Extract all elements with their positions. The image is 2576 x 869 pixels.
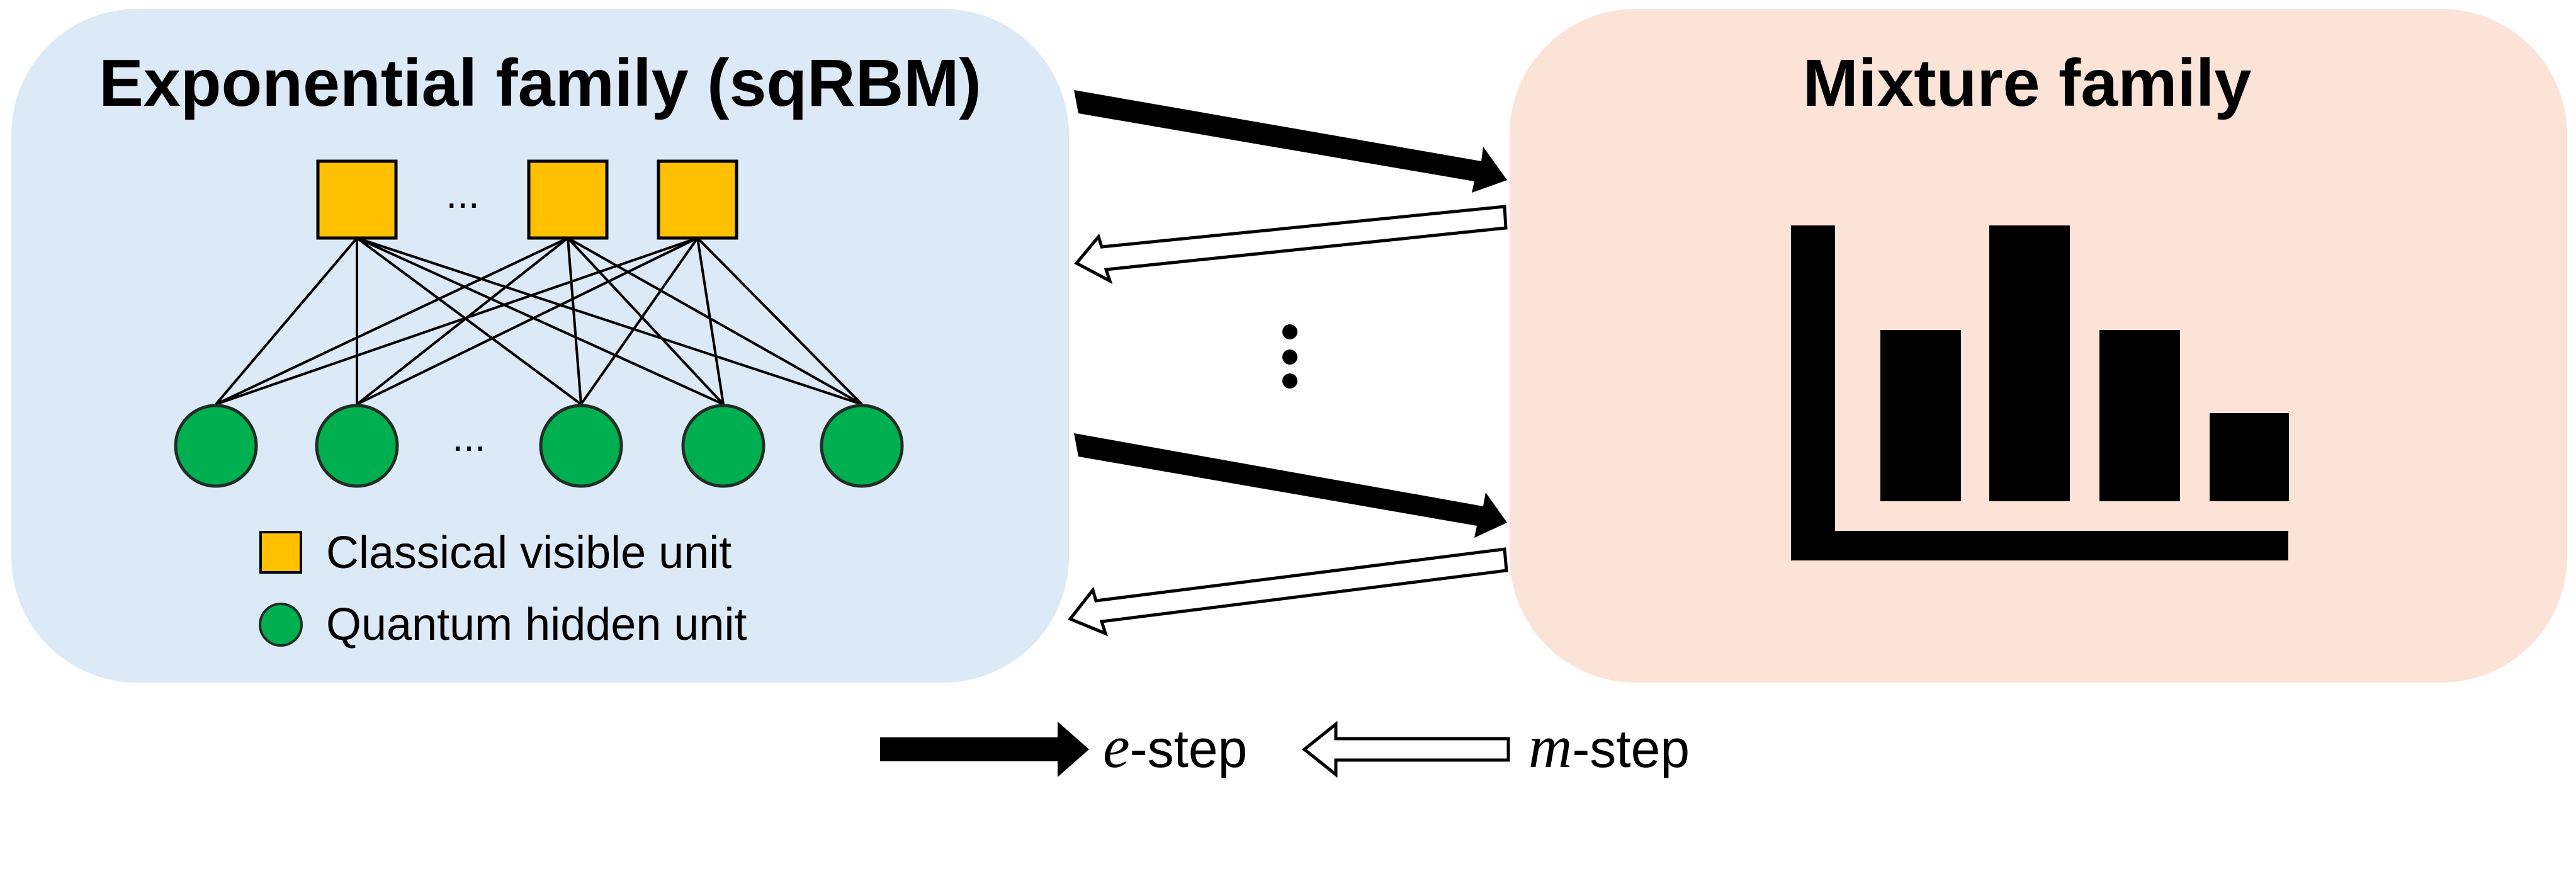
step-legend: e-step m-step <box>880 713 1690 780</box>
visible-unit <box>316 159 398 240</box>
e-step-arrows <box>1074 90 1507 538</box>
m-step-arrow <box>1074 205 1508 285</box>
rbm-connections <box>215 237 863 406</box>
m-step-suffix: -step <box>1572 719 1690 778</box>
hidden-unit-legend-label: Quantum hidden unit <box>326 599 747 650</box>
unit-legend: Classical visible unit Quantum hidden un… <box>259 528 747 650</box>
hidden-unit-legend-swatch <box>259 603 303 647</box>
bar-chart-icon <box>1791 225 2289 560</box>
e-step-suffix: -step <box>1130 719 1248 778</box>
visible-unit-legend-label: Classical visible unit <box>326 528 732 578</box>
mixture-family-panel: Mixture family <box>1510 9 2567 683</box>
m-step-legend-arrow <box>1301 720 1510 778</box>
e-step-arrow <box>1074 90 1507 193</box>
visible-units-ellipsis: ... <box>446 171 479 217</box>
mixture-family-title: Mixture family <box>1803 46 2252 120</box>
exponential-family-panel: Exponential family (sqRBM) ... <box>11 9 1069 683</box>
visible-units <box>316 159 738 240</box>
e-step-legend-arrow <box>880 722 1089 777</box>
exponential-family-background <box>11 9 1069 683</box>
visible-unit-legend-swatch <box>259 531 302 574</box>
hidden-unit <box>174 404 258 488</box>
e-step-symbol: e <box>1103 713 1130 780</box>
hidden-unit <box>820 404 904 488</box>
e-step-arrow <box>1074 433 1507 538</box>
visible-unit <box>527 159 609 240</box>
hidden-unit <box>681 404 765 488</box>
hidden-unit <box>539 404 623 488</box>
visible-unit <box>657 159 738 240</box>
m-step-symbol: m <box>1528 713 1572 780</box>
m-step-arrow <box>1067 547 1508 637</box>
m-step-arrows <box>1067 205 1508 637</box>
hidden-unit <box>315 404 399 488</box>
e-step-label: e-step <box>1103 713 1247 780</box>
hidden-units <box>174 404 904 488</box>
m-step-label: m-step <box>1528 713 1690 780</box>
vertical-ellipsis <box>1282 324 1297 389</box>
exponential-family-title: Exponential family (sqRBM) <box>99 46 981 120</box>
hidden-units-ellipsis: ... <box>452 414 485 460</box>
